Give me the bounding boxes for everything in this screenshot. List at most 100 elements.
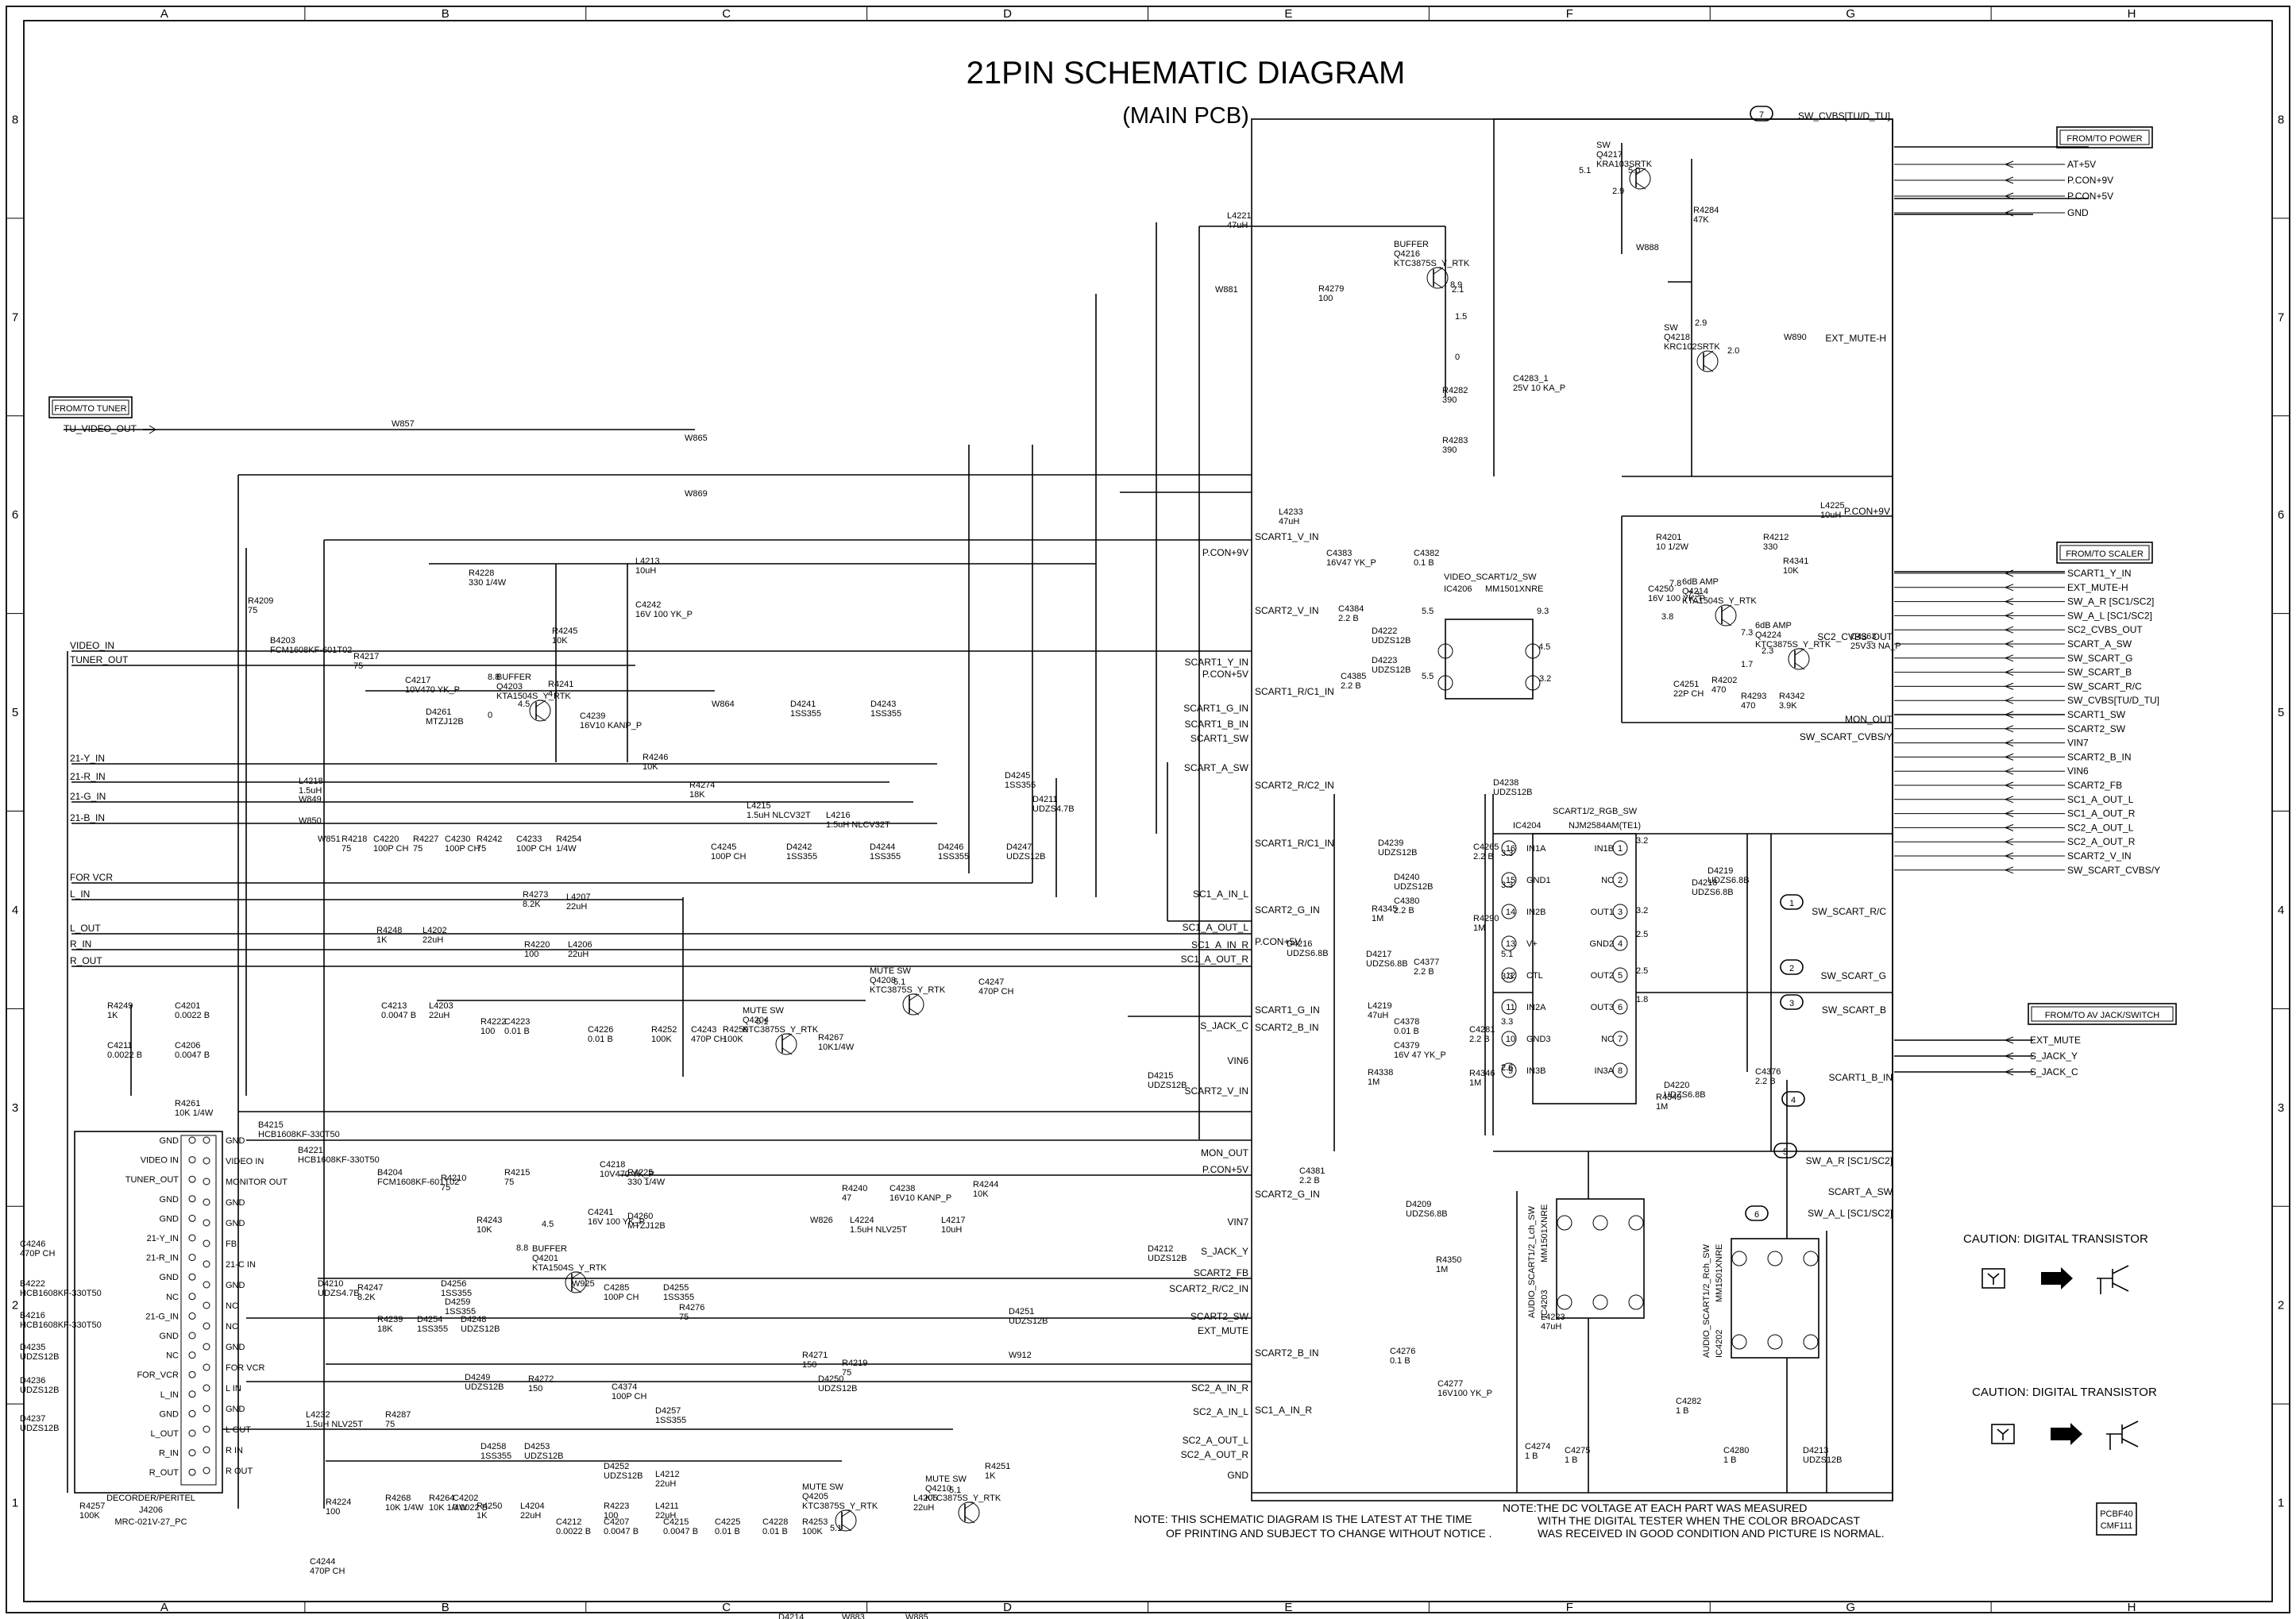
component-value: 1SS355 bbox=[786, 852, 817, 862]
component-value: 2.2 B bbox=[1473, 852, 1494, 862]
ic4206-video-switch[interactable]: VIDEO_SCART1/2_SW IC4206 MM1501XNRE bbox=[1437, 572, 1543, 700]
component-value: 0.1 B bbox=[1390, 1356, 1410, 1366]
component-value: 47uH bbox=[1227, 221, 1248, 230]
j4206-pin-right: MONITOR OUT bbox=[226, 1178, 287, 1187]
component-ref: B4216 bbox=[20, 1311, 45, 1320]
voltage-reading: 5.1 bbox=[830, 1524, 842, 1533]
transistor-ref: Q4208 bbox=[870, 976, 896, 985]
component-value: UDZS12B bbox=[20, 1352, 60, 1362]
ic4203-audio-l-switch[interactable]: AUDIO_SCART1/2_Lch_SW IC4203 MM1501XNRE bbox=[1527, 1198, 1645, 1319]
j4206-ref: J4206 bbox=[139, 1505, 163, 1515]
power-pin: AT+5V bbox=[2067, 159, 2096, 170]
component-value: 75 bbox=[248, 606, 257, 615]
component-ref: L4221 bbox=[1227, 211, 1252, 221]
component-value: 0.0047 B bbox=[604, 1527, 639, 1536]
transistor-part: KTA1504S_Y_RTK bbox=[1682, 596, 1757, 606]
component-ref: C4241 bbox=[588, 1208, 613, 1217]
component-ref: L4223 bbox=[1541, 1313, 1565, 1322]
component-ref: L4219 bbox=[1368, 1001, 1392, 1011]
flag-number: 5 bbox=[1783, 1147, 1788, 1157]
component-value: UDZS4.7B bbox=[1032, 804, 1075, 814]
component-ref: C4383 bbox=[1326, 549, 1352, 558]
right-net-label: SCART1_B_IN bbox=[1829, 1072, 1893, 1083]
transistor-role: MUTE SW bbox=[743, 1006, 785, 1016]
ic4204-rgb-switch[interactable]: SCART1/2_RGB_SW IC4204 NJM2584AM(TE1) 16… bbox=[1501, 807, 1641, 1104]
scaler-connector[interactable]: FROM/TO SCALER bbox=[2056, 542, 2153, 564]
grid-row-left: 6 bbox=[12, 508, 18, 522]
ic4202-audio-r-switch[interactable]: AUDIO_SCART1/2_Rch_SW IC4202 MM1501XNRE bbox=[1702, 1238, 1819, 1359]
component-value: 1.5uH NLV25T bbox=[850, 1225, 907, 1235]
component-ref: D4216 bbox=[1287, 939, 1312, 949]
voltage-reading: 5.1 bbox=[756, 1017, 768, 1027]
component-ref: R4223 bbox=[604, 1501, 629, 1511]
scaler-pin: SCART2_V_IN bbox=[2067, 850, 2131, 862]
component-ref: D4238 bbox=[1493, 778, 1518, 788]
ic4204-pin-num: 7 bbox=[1618, 1035, 1623, 1044]
component-ref: W885 bbox=[905, 1613, 928, 1619]
bus-label: P.CON+5V bbox=[1255, 936, 1301, 947]
right-net-label: SC2_CVBS_OUT bbox=[1817, 631, 1893, 642]
scaler-pin: SW_SCART_B bbox=[2067, 667, 2132, 678]
component-ref: W912 bbox=[1009, 1351, 1032, 1360]
component-value: 10uH bbox=[1820, 511, 1841, 520]
component-ref: C4207 bbox=[604, 1517, 629, 1527]
grid-col-bottom: B bbox=[442, 1601, 450, 1614]
component-value: 0.01 B bbox=[715, 1527, 740, 1536]
component-value: 2.2 B bbox=[1394, 906, 1414, 916]
component-value: 100K bbox=[79, 1511, 100, 1521]
component-value: 75 bbox=[353, 661, 363, 671]
component-ref: L4202 bbox=[423, 926, 447, 935]
component-ref: R4242 bbox=[477, 835, 502, 844]
j4206-connector[interactable]: DECORDER/PERITEL J4206 MRC-021V-27_PC GN… bbox=[74, 1131, 287, 1527]
component-ref: D4215 bbox=[1148, 1071, 1173, 1081]
component-ref: L4212 bbox=[655, 1470, 680, 1479]
power-connector[interactable]: FROM/TO POWER bbox=[2056, 126, 2153, 148]
component-ref: R4241 bbox=[548, 680, 573, 689]
component-value: 22P CH bbox=[1673, 689, 1704, 699]
component-value: 100 bbox=[1318, 294, 1333, 303]
av-jack-connector[interactable]: FROM/TO AV JACK/SWITCH bbox=[2028, 1003, 2177, 1025]
component-value: 75 bbox=[413, 844, 423, 854]
component-value: 22uH bbox=[913, 1503, 934, 1513]
component-value: 10uH bbox=[635, 566, 656, 576]
component-ref: L4215 bbox=[747, 801, 771, 811]
left-input-label: 21-G_IN bbox=[70, 791, 106, 802]
component-ref: D4261 bbox=[426, 707, 451, 717]
bus-label: SCART2_B_IN bbox=[1255, 1347, 1318, 1359]
voltage-reading: 3.3 bbox=[1501, 881, 1513, 890]
bus-label: SC1_A_OUT_L bbox=[1183, 922, 1249, 933]
component-value: 1 B bbox=[1676, 1406, 1689, 1416]
component-ref: C4274 bbox=[1525, 1442, 1550, 1451]
component-ref: C4280 bbox=[1723, 1446, 1749, 1455]
flag-number: 1 bbox=[1789, 899, 1794, 908]
component-ref: C4215 bbox=[663, 1517, 689, 1527]
tuner-connector[interactable]: FROM/TO TUNER bbox=[48, 396, 133, 418]
j4206-pin-right: R OUT bbox=[226, 1467, 253, 1476]
j4206-pin-right: GND bbox=[226, 1136, 245, 1146]
component-value: UDZS12B bbox=[1493, 788, 1533, 797]
component-ref: L4216 bbox=[826, 811, 851, 820]
component-value: 100K bbox=[723, 1035, 743, 1044]
